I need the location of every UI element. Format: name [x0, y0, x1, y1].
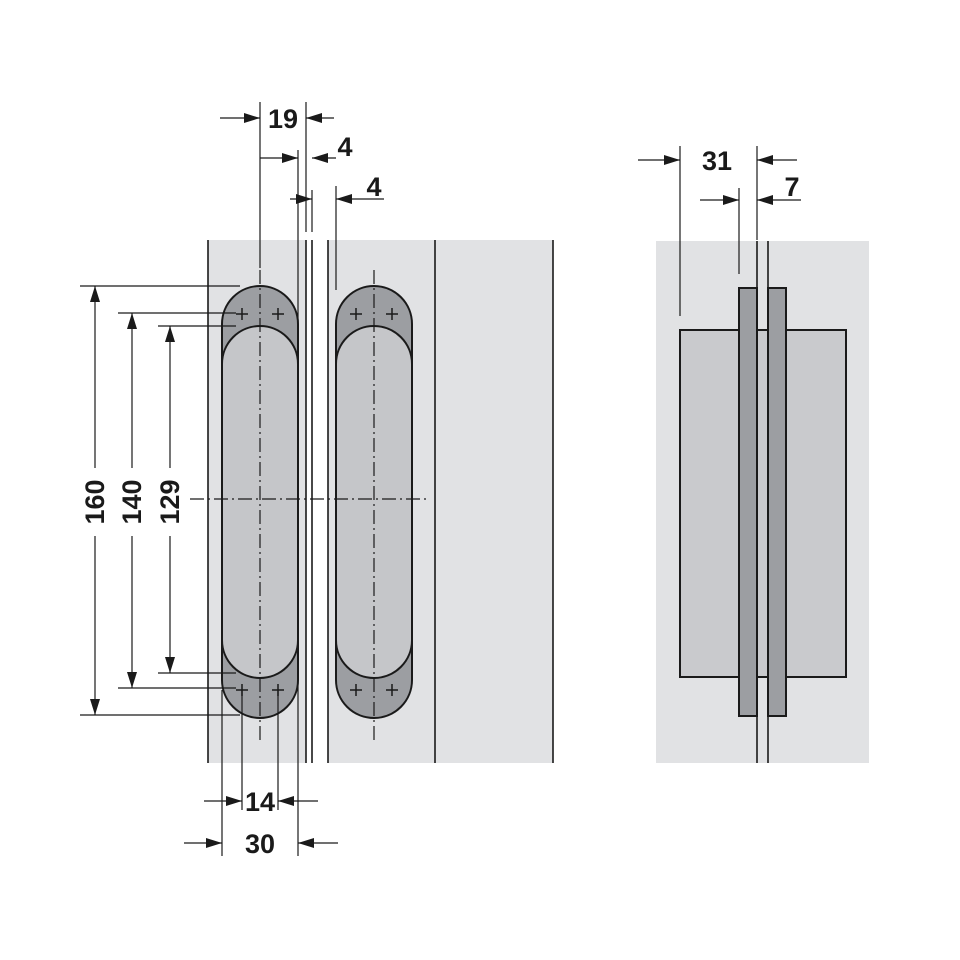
side-view: 31 7: [638, 146, 869, 763]
hinge-body-side: [679, 329, 847, 678]
dimension-160: 160: [80, 285, 240, 716]
dim-label-14: 14: [245, 787, 275, 817]
screw-cross-icon: [350, 308, 398, 696]
dimension-4-lower: 4: [290, 172, 384, 290]
dim-label-4-lower: 4: [366, 172, 381, 202]
dimension-4-upper: 4: [260, 132, 353, 763]
hinge-frame-part: [221, 285, 299, 719]
dim-label-19: 19: [268, 104, 298, 134]
dimension-129: 129: [155, 325, 236, 674]
dim-label-7: 7: [784, 172, 799, 202]
hinge-door-part: [335, 285, 413, 719]
dim-label-4-upper: 4: [337, 132, 352, 162]
dim-label-30: 30: [245, 829, 275, 859]
dimension-140: 140: [117, 312, 236, 689]
dim-label-31: 31: [702, 146, 732, 176]
dimension-30: 30: [184, 690, 338, 859]
front-view: 19 4 4 160: [80, 102, 554, 859]
dimension-14: 14: [204, 690, 318, 817]
dimension-19: 19: [220, 102, 334, 268]
hinge-plate-left: [738, 287, 758, 717]
hinge-plate-right: [767, 287, 787, 717]
dimension-31: 31: [638, 146, 797, 316]
dim-label-129: 129: [155, 479, 185, 524]
dimension-7: 7: [700, 172, 801, 274]
dim-label-160: 160: [80, 479, 110, 524]
dim-label-140: 140: [117, 479, 147, 524]
